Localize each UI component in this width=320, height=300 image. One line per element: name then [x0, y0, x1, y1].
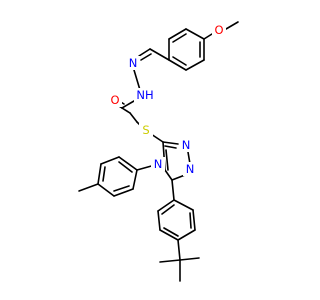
bond — [173, 199, 194, 211]
bond — [138, 48, 151, 57]
triazole-n4-atom: N — [151, 157, 165, 171]
bond — [172, 33, 187, 43]
bond — [162, 141, 179, 145]
bond — [171, 174, 186, 181]
bond — [97, 183, 115, 197]
bond — [140, 53, 152, 61]
bond — [149, 48, 170, 61]
triazole-upper-nitrogen-atom: N — [179, 138, 193, 152]
bond — [177, 239, 181, 261]
bond — [159, 229, 179, 241]
bond — [100, 156, 120, 165]
bond — [179, 257, 200, 261]
imine-nitrogen-atom: N — [126, 56, 140, 70]
bond — [164, 145, 177, 149]
bond — [177, 229, 196, 241]
bond — [113, 188, 134, 197]
bond — [97, 163, 102, 185]
bond — [189, 212, 192, 229]
bond — [102, 166, 106, 182]
bond — [192, 209, 196, 231]
svg-text:N: N — [182, 138, 191, 152]
molecule-structure-diagram: O N NH O S N N N — [78, 21, 239, 282]
bond — [157, 210, 161, 231]
svg-text:N: N — [186, 162, 195, 176]
bond — [225, 21, 239, 30]
bond — [132, 169, 138, 190]
svg-text:O: O — [110, 93, 119, 107]
bond — [78, 183, 99, 192]
bond — [164, 169, 173, 181]
bonds — [78, 21, 239, 282]
svg-text:N: N — [154, 157, 163, 171]
bond — [165, 149, 169, 171]
bond — [172, 56, 187, 66]
bond — [203, 33, 213, 40]
bond — [161, 204, 175, 215]
carbonyl-oxygen-atom: O — [108, 93, 122, 107]
bond — [133, 69, 141, 91]
hydrazide-nh-atom: NH — [134, 88, 156, 102]
bond — [185, 59, 205, 71]
bond — [159, 259, 181, 263]
bond — [157, 199, 175, 212]
sulfur-atom: S — [139, 123, 153, 137]
molecule-canvas: O N NH O S N N N — [78, 21, 239, 282]
bond — [171, 179, 175, 201]
bond — [185, 28, 205, 40]
bond — [168, 28, 187, 40]
svg-text:O: O — [214, 23, 223, 37]
bond — [129, 112, 138, 123]
methoxy-oxygen-atom: O — [212, 23, 226, 37]
triazole-lower-nitrogen-atom: N — [183, 162, 197, 176]
svg-text:N: N — [129, 56, 138, 70]
bond — [118, 156, 138, 171]
bond — [168, 59, 187, 71]
bond — [113, 185, 130, 192]
atom-labels: O N NH O S N N N — [108, 23, 226, 176]
bond — [118, 161, 133, 173]
bond — [121, 100, 135, 109]
svg-text:NH: NH — [136, 88, 153, 102]
bond — [121, 107, 131, 114]
bond — [163, 227, 179, 237]
svg-text:S: S — [142, 123, 149, 137]
